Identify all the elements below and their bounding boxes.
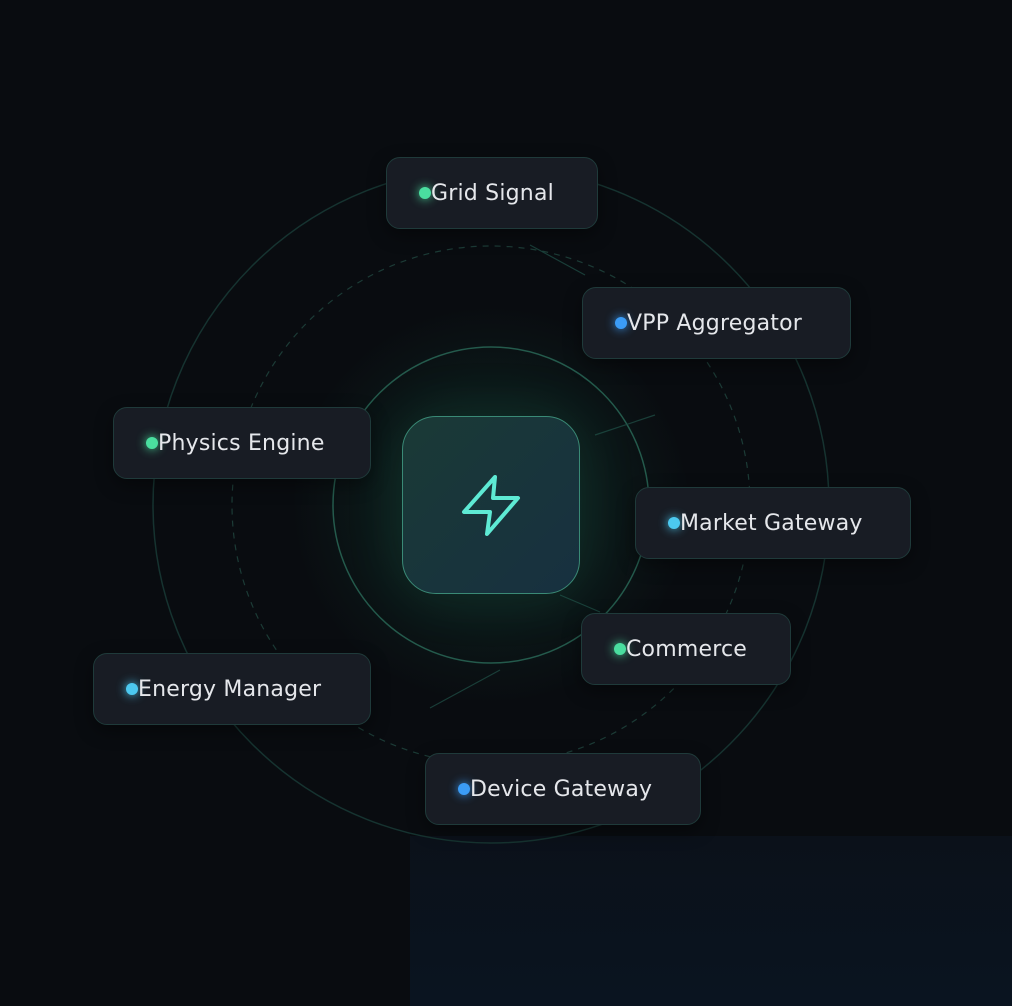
node-label: VPP Aggregator (627, 310, 803, 336)
lightning-bolt-icon (462, 475, 520, 536)
status-dot-icon (668, 517, 680, 529)
status-dot-icon (458, 783, 470, 795)
node-physics-engine[interactable]: Physics Engine (113, 407, 371, 479)
status-dot-icon (419, 187, 431, 199)
node-label: Physics Engine (158, 430, 325, 456)
node-label: Energy Manager (138, 676, 322, 702)
node-market-gateway[interactable]: Market Gateway (635, 487, 911, 559)
central-hub[interactable] (402, 416, 580, 594)
node-commerce[interactable]: Commerce (581, 613, 791, 685)
node-energy-manager[interactable]: Energy Manager (93, 653, 371, 725)
node-grid-signal[interactable]: Grid Signal (386, 157, 598, 229)
node-device-gateway[interactable]: Device Gateway (425, 753, 701, 825)
status-dot-icon (615, 317, 627, 329)
background-panel (410, 836, 1012, 1006)
node-vpp-aggregator[interactable]: VPP Aggregator (582, 287, 851, 359)
status-dot-icon (126, 683, 138, 695)
node-label: Device Gateway (470, 776, 653, 802)
node-label: Market Gateway (680, 510, 863, 536)
node-label: Commerce (626, 636, 748, 662)
status-dot-icon (614, 643, 626, 655)
connector-lines (429, 244, 656, 709)
node-label: Grid Signal (431, 180, 554, 206)
status-dot-icon (146, 437, 158, 449)
